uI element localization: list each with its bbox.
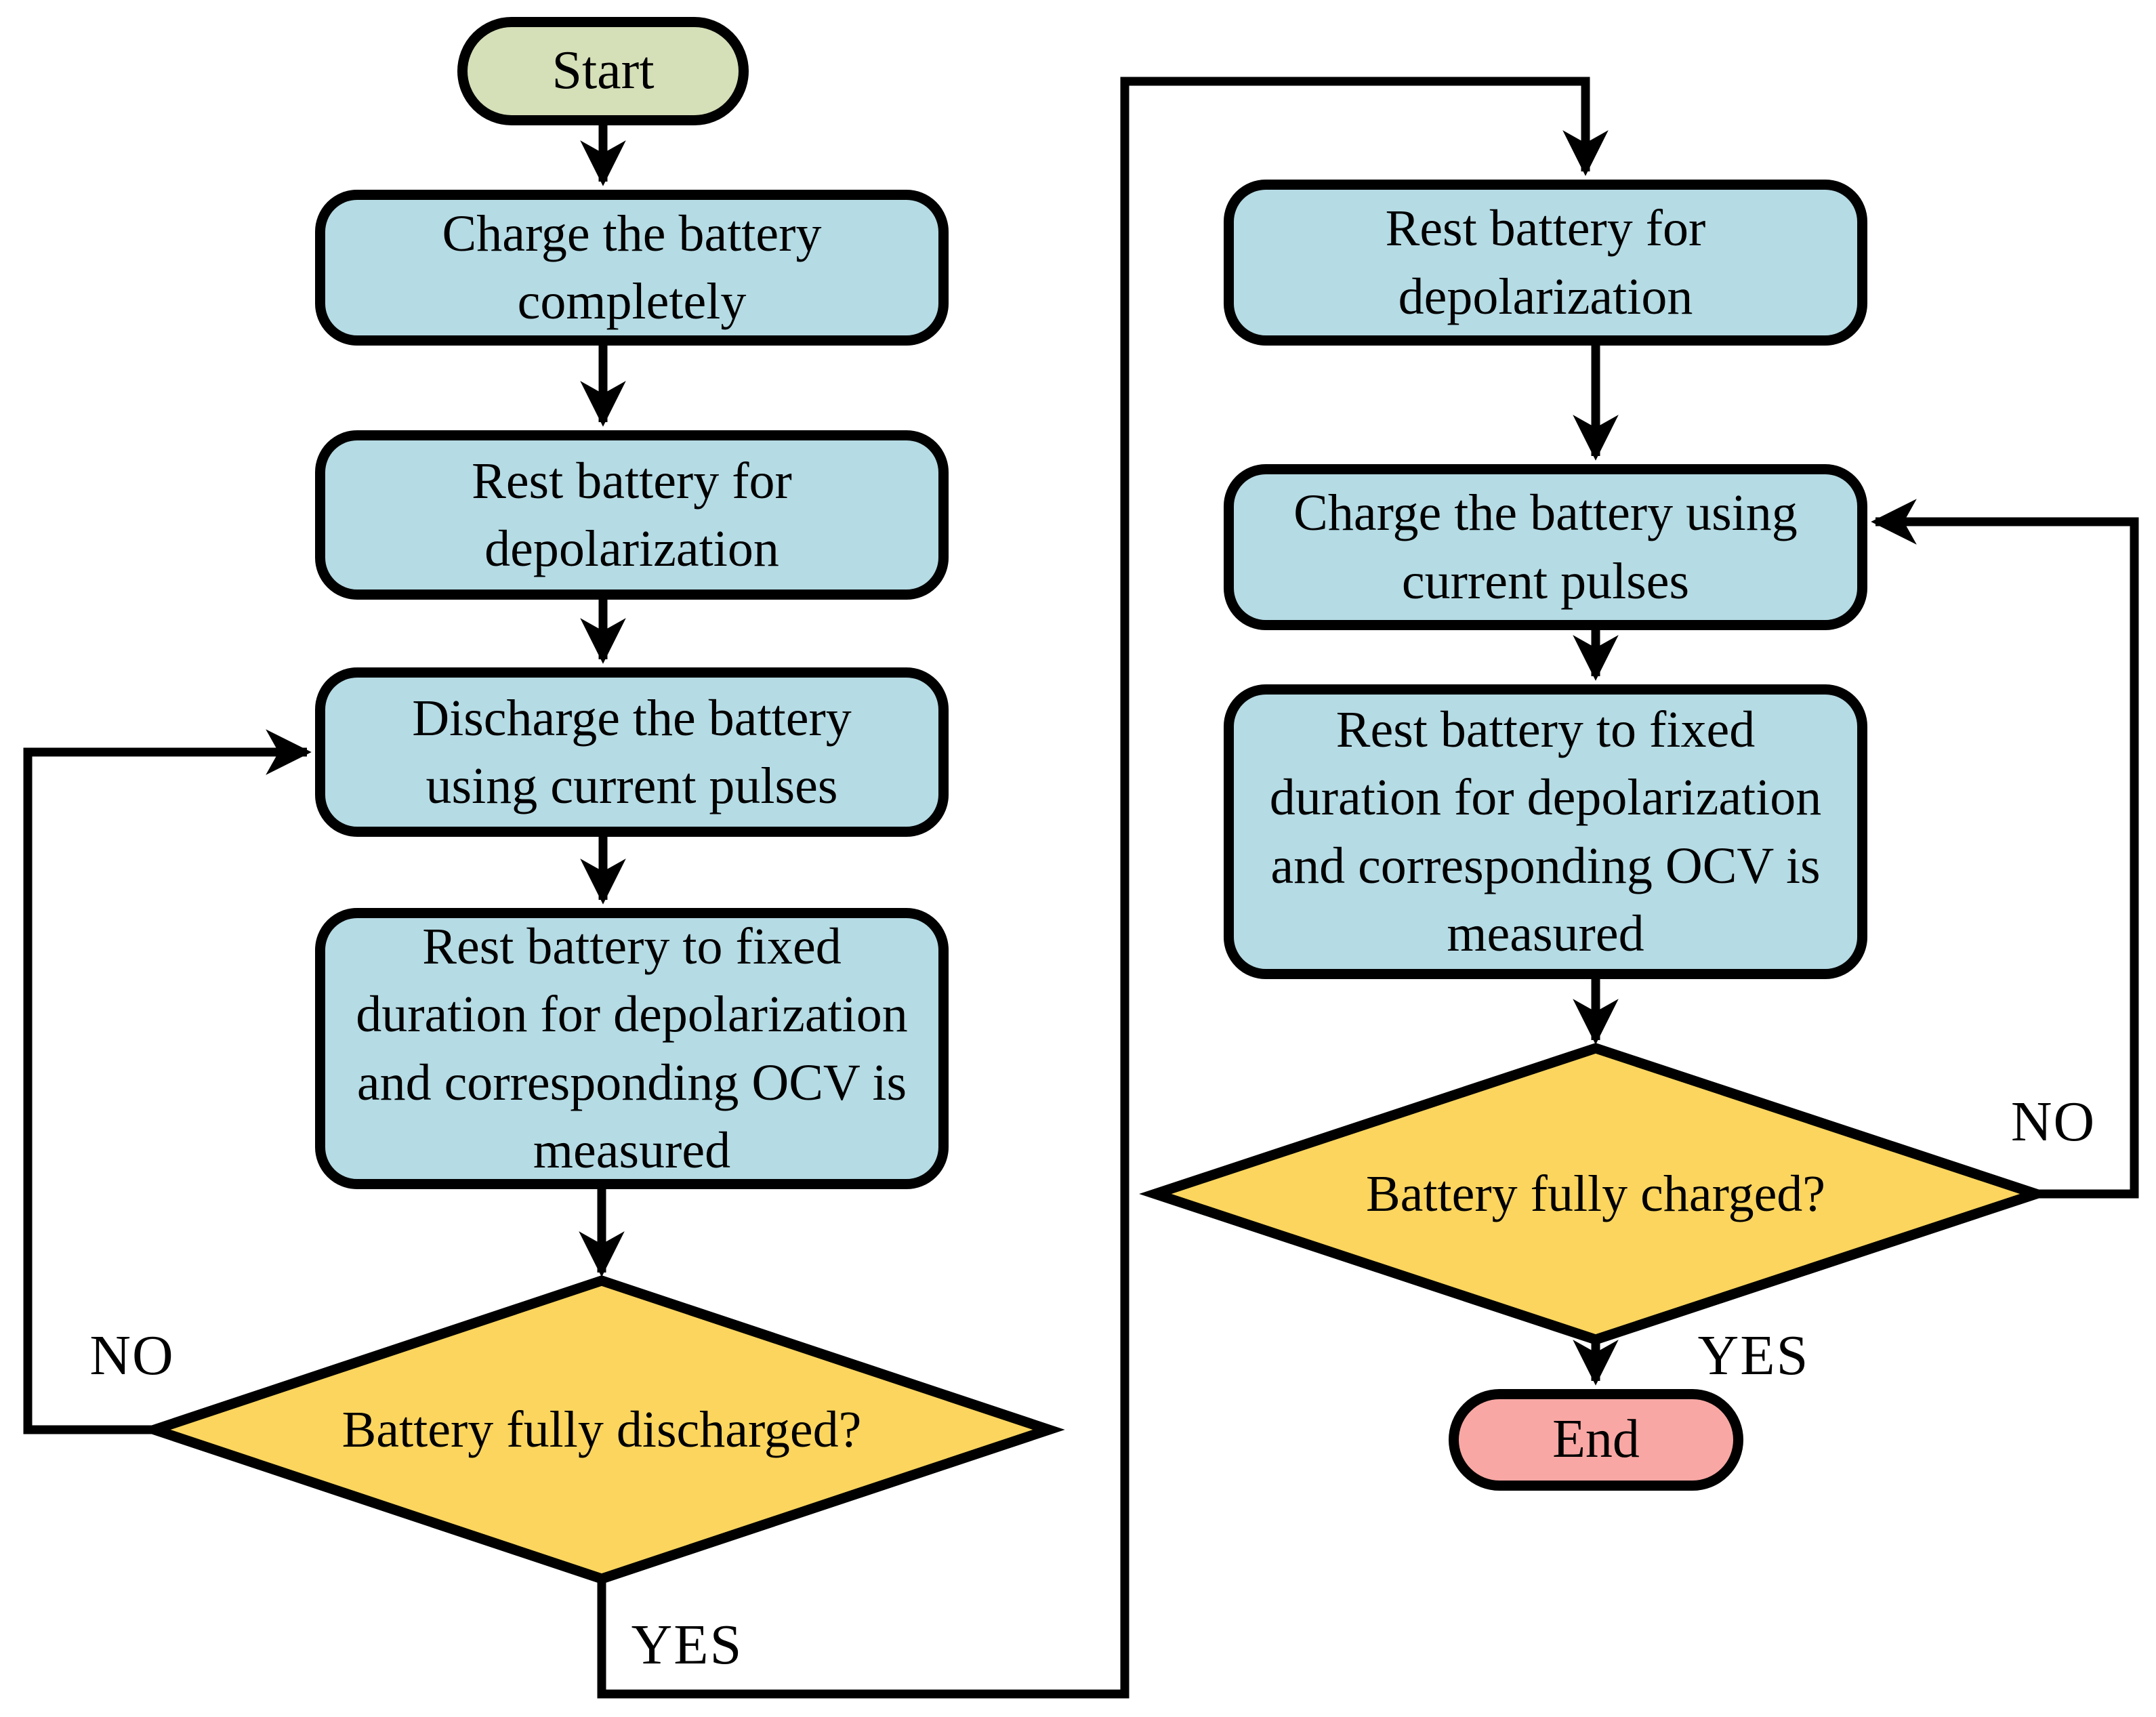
- branch-label-no-left: NO: [89, 1323, 175, 1387]
- edge-no-loop-right: [1871, 499, 2139, 1199]
- end-node: End: [1449, 1389, 1743, 1491]
- branch-label-no-right: NO: [2010, 1090, 2096, 1153]
- process-charge-pulses: Charge the battery using current pulses: [1224, 464, 1867, 630]
- edge-yes-left-to-right-column: [597, 77, 1609, 1699]
- branch-label-yes-left: YES: [631, 1613, 743, 1676]
- start-node: Start: [457, 17, 749, 125]
- decision-fully-discharged-shape: [138, 1275, 1065, 1584]
- process-rest-ocv-right: Rest battery to fixed duration for depol…: [1224, 684, 1867, 979]
- process-charge-completely: Charge the battery completely: [315, 190, 949, 346]
- branch-label-yes-right: YES: [1697, 1323, 1810, 1387]
- decision-fully-charged-shape: [1139, 1043, 2052, 1345]
- edge-no-loop-left: [23, 729, 312, 1434]
- process-rest-depolarization-left: Rest battery for depolarization: [315, 430, 949, 600]
- process-discharge-pulses: Discharge the battery using current puls…: [315, 667, 949, 837]
- process-rest-ocv-left: Rest battery to fixed duration for depol…: [315, 908, 949, 1189]
- process-rest-depolarization-right: Rest battery for depolarization: [1224, 180, 1867, 346]
